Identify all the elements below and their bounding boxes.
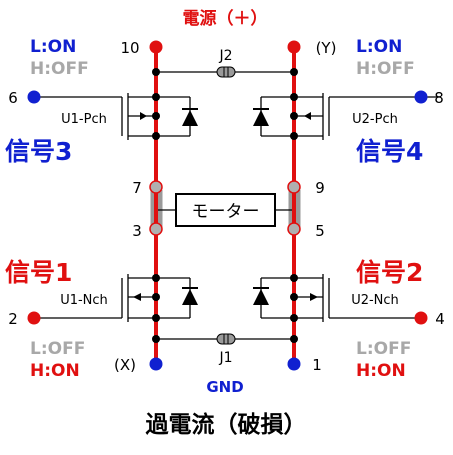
u1-pch-label: U1-Pch xyxy=(61,112,107,127)
pin-8-label: 8 xyxy=(434,89,444,107)
pin-5-label: 5 xyxy=(315,222,325,240)
logic-h-off-right: H:OFF xyxy=(356,59,415,79)
motor-terminals xyxy=(149,180,301,236)
terminal-6 xyxy=(27,90,41,104)
pin-9-label: 9 xyxy=(315,179,325,197)
motor-label: モーター xyxy=(192,202,260,222)
jumper-j1 xyxy=(216,333,236,345)
pin-7-label: 7 xyxy=(132,179,142,197)
u2-nch-label: U2-Nch xyxy=(351,293,399,308)
logic-l-on-right: L:ON xyxy=(356,37,402,57)
jumper-j2-label: J2 xyxy=(218,48,232,64)
pin-labels: 10 (Y) 6 8 7 9 3 5 2 4 (X) 1 xyxy=(8,39,445,374)
u2-pch-label: U2-Pch xyxy=(352,112,398,127)
logic-h-off-left: H:OFF xyxy=(30,59,89,79)
pin-3-label: 3 xyxy=(132,222,142,240)
terminal-2 xyxy=(27,311,41,325)
power-label: 電源（＋） xyxy=(183,8,268,29)
signal-1-label: 信号1 xyxy=(5,258,72,287)
signal-4-label: 信号4 xyxy=(356,137,423,166)
logic-l-on-left: L:ON xyxy=(30,37,76,57)
logic-h-on-left: H:ON xyxy=(30,361,80,381)
logic-h-on-right: H:ON xyxy=(356,361,406,381)
pin-2-label: 2 xyxy=(8,310,18,328)
motor-box xyxy=(175,193,276,227)
jumper-j2 xyxy=(216,66,236,78)
terminal-y xyxy=(287,40,301,54)
pin-4-label: 4 xyxy=(435,310,445,328)
pin-6-label: 6 xyxy=(8,89,18,107)
wiring xyxy=(36,71,441,340)
gnd-label: GND xyxy=(206,378,243,396)
u1-nch-label: U1-Nch xyxy=(60,293,108,308)
signal-3-label: 信号3 xyxy=(5,137,72,166)
pin-y-label: (Y) xyxy=(316,39,337,57)
terminal-8 xyxy=(414,90,428,104)
pin-10-label: 10 xyxy=(120,39,139,57)
caption: 過電流（破損） xyxy=(146,411,307,438)
terminal-1 xyxy=(287,357,301,371)
pin-1-label: 1 xyxy=(312,356,322,374)
logic-l-off-right: L:OFF xyxy=(356,339,411,359)
terminal-x xyxy=(149,357,163,371)
logic-l-off-left: L:OFF xyxy=(30,339,85,359)
terminal-4 xyxy=(414,311,428,325)
logic-labels: L:ON H:OFF L:ON H:OFF L:OFF H:ON L:OFF H… xyxy=(30,37,415,381)
jumper-j1-label: J1 xyxy=(218,350,232,366)
terminal-10 xyxy=(149,40,163,54)
pin-x-label: (X) xyxy=(114,356,136,374)
signal-2-label: 信号2 xyxy=(356,258,423,287)
junction-dots xyxy=(152,68,298,343)
